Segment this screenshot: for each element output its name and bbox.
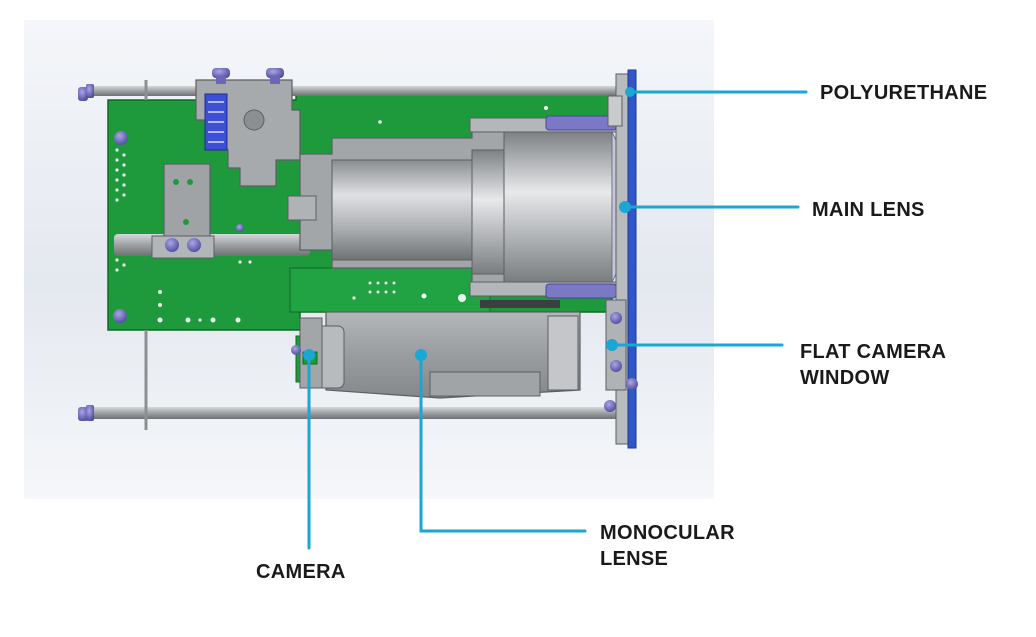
main-lens-housing (287, 115, 623, 308)
board-screws (113, 131, 244, 323)
callout-dot-polyurethane (625, 87, 635, 97)
label-flat-camera-window: FLAT CAMERA WINDOW (800, 339, 946, 391)
callout-line-monocular-lense (419, 353, 587, 533)
callout-lines (307, 90, 808, 550)
label-main-lens: MAIN LENS (812, 197, 925, 223)
label-polyurethane-text: POLYURETHANE (820, 82, 988, 104)
label-camera-text: CAMERA (256, 561, 346, 583)
callout-dot-monocular-lense (415, 349, 427, 361)
callout-dot-flat-camera-window (606, 339, 618, 351)
label-camera: CAMERA (256, 559, 346, 585)
monocular-lens (315, 311, 581, 399)
sensor-bracket (151, 79, 301, 259)
callout-dots (303, 87, 635, 361)
callout-dot-camera (303, 349, 315, 361)
label-monocular-lense-line2: LENSE (600, 548, 669, 570)
label-flat-camera-window-line1: FLAT CAMERA (800, 341, 947, 363)
rod-end-screws (78, 84, 94, 421)
label-flat-camera-window-line2: WINDOW (800, 367, 890, 389)
callout-dot-main-lens (619, 201, 631, 213)
label-monocular-lense: MONOCULAR LENSE (600, 520, 735, 572)
label-monocular-lense-line1: MONOCULAR (600, 522, 735, 544)
front-plate (604, 69, 638, 449)
top-screws (212, 68, 284, 84)
label-main-lens-text: MAIN LENS (812, 199, 925, 221)
label-polyurethane: POLYURETHANE (820, 80, 987, 106)
